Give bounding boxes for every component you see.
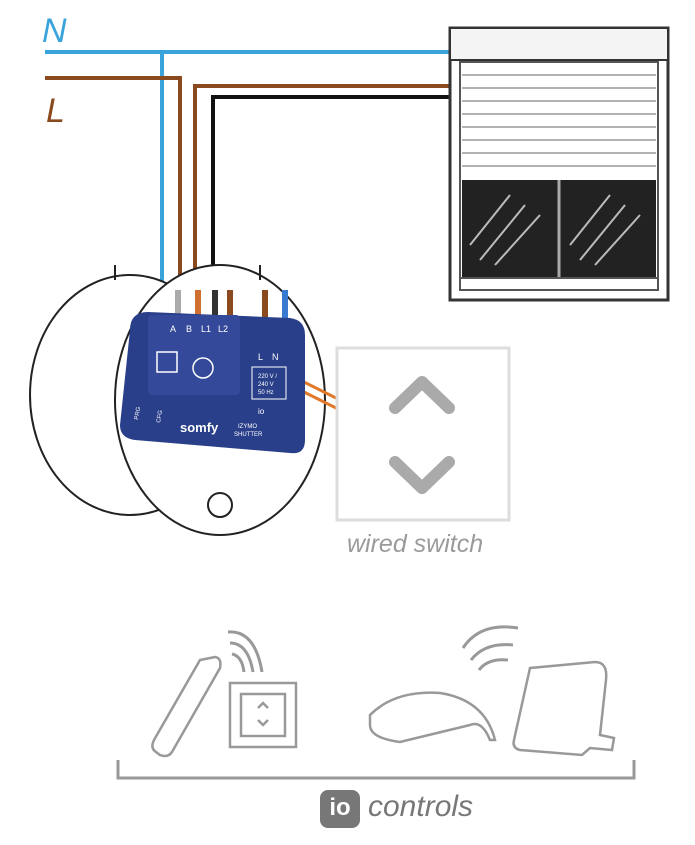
prg-button[interactable]: PRG <box>134 406 142 420</box>
neutral-label: N <box>42 12 67 50</box>
wires <box>45 50 450 312</box>
izymo-module: A B L1 L2 L N 220 V / 240 V 50 Hz somfy … <box>120 290 305 454</box>
terminal-l: L <box>258 352 263 362</box>
chevron-down-icon <box>389 456 455 494</box>
rating-line: 220 V / <box>258 374 277 380</box>
wired-switch <box>335 346 511 522</box>
terminal-l1: L1 <box>201 324 211 334</box>
rating-line: 240 V <box>258 382 274 388</box>
product-line: SHUTTER <box>234 432 263 438</box>
motor-wire-black <box>211 95 450 312</box>
wireless-signal-icon <box>227 630 264 673</box>
bracket <box>116 760 636 780</box>
rating-line: 50 Hz <box>258 390 274 396</box>
motor-wire-brown <box>193 84 450 312</box>
live-wire <box>45 76 182 312</box>
switch-wires <box>299 378 341 412</box>
io-controls-label: controls <box>368 790 474 823</box>
product-line: IZYMO <box>238 424 257 430</box>
somfy-logo: somfy <box>180 420 219 435</box>
connexoon-box-icon <box>368 691 497 744</box>
cfg-button[interactable]: CFG <box>156 410 164 424</box>
motor-icon <box>192 357 214 379</box>
wireless-signal-icon <box>461 625 519 671</box>
wired-switch-label: wired switch <box>347 530 484 558</box>
switch-symbol-icon <box>156 351 178 373</box>
remote-icon <box>151 655 222 758</box>
terminal-l2: L2 <box>218 324 228 334</box>
terminal-n: N <box>272 352 279 362</box>
chevron-up-icon <box>389 376 455 414</box>
neutral-wire <box>45 50 450 312</box>
live-label: L <box>46 92 65 130</box>
io-logo: io <box>320 790 360 828</box>
wireless-switch-icon <box>228 681 298 749</box>
roller-shutter-window <box>448 26 670 302</box>
io-mark: io <box>258 407 265 416</box>
terminal-a: A <box>170 324 176 334</box>
terminal-b: B <box>186 324 192 334</box>
io-controls-devices <box>116 625 636 780</box>
tahoma-box-icon <box>512 660 616 757</box>
